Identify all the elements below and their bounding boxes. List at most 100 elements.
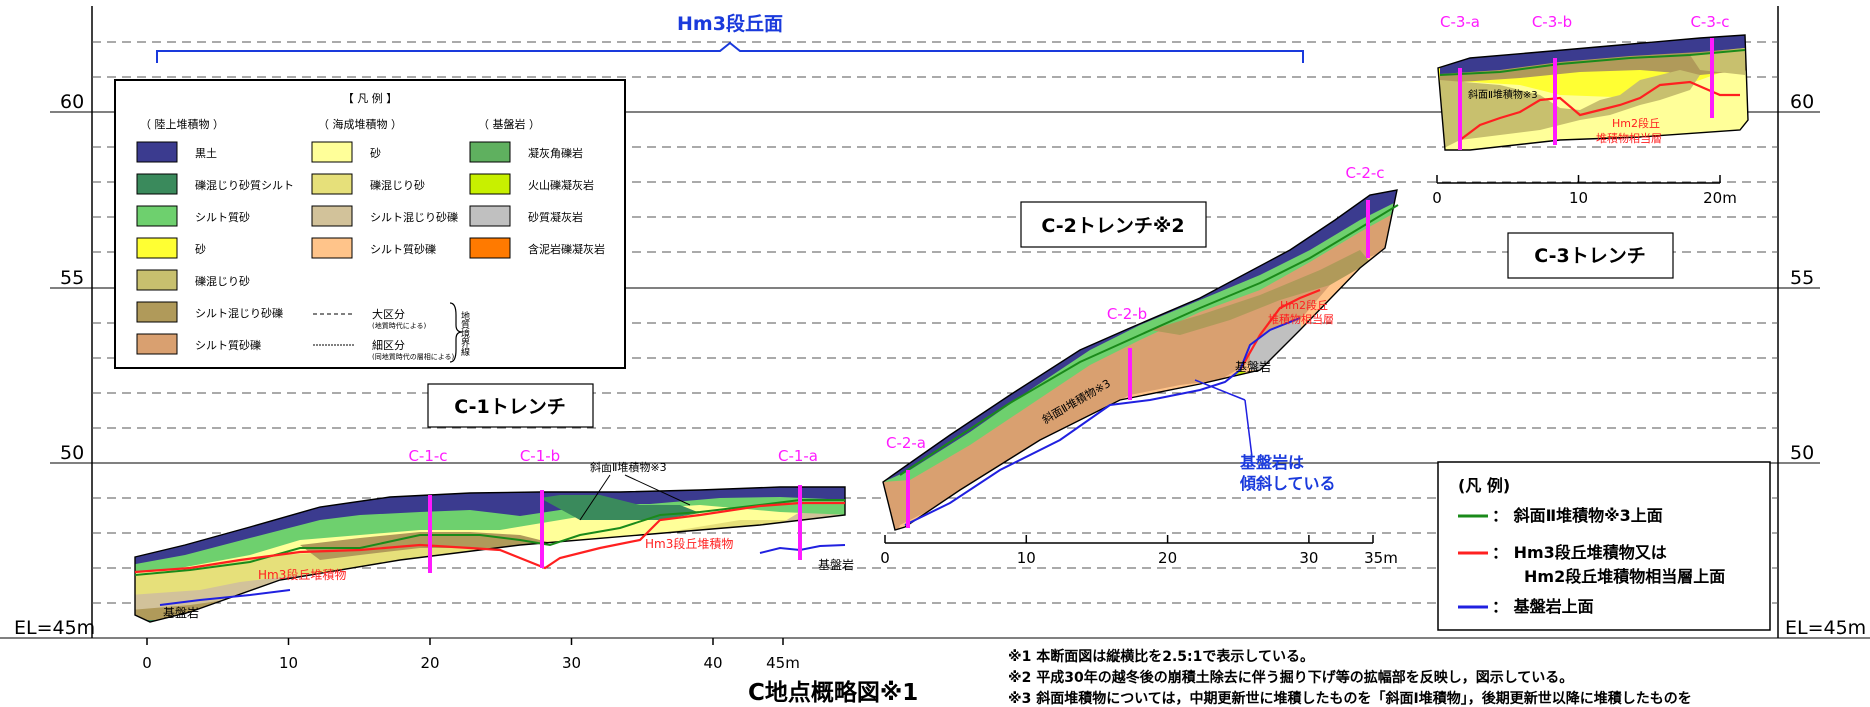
- axis-tick-label: 0: [142, 654, 152, 672]
- legend-swatch: [136, 269, 178, 291]
- axis-tick-label: 0: [880, 549, 890, 567]
- legend-header-bedrock: （ 基盤岩 ）: [478, 117, 540, 131]
- c3-hm2-label: Hm2段丘: [1612, 116, 1660, 130]
- legend-item-label: 含泥岩礫凝灰岩: [528, 242, 605, 256]
- line-legend-item-2: ： Hm3段丘堆積物又は: [1492, 543, 1667, 562]
- axis-tick-label: 0: [1432, 189, 1442, 207]
- elev-label-50-left: 50: [60, 442, 84, 464]
- annotation-line-2: 傾斜している: [1239, 474, 1336, 493]
- legend-item-label: 砂質凝灰岩: [528, 210, 583, 224]
- c1-trench-title: C-1トレンチ: [454, 396, 566, 418]
- elev-label-55-left: 55: [60, 267, 84, 289]
- hm3-terrace-label: Hm3段丘面: [677, 12, 783, 35]
- legend-swatch: [136, 173, 178, 195]
- c2-hm2-label-b: 堆積物相当層: [1268, 312, 1334, 326]
- axis-tick-label: 40: [703, 654, 722, 672]
- axis-tick-label: 20: [1158, 549, 1177, 567]
- c1-bedrock-label: 基盤岩: [163, 605, 199, 620]
- legend-swatch: [136, 141, 178, 163]
- c2-trench-title: C-2トレンチ※2: [1041, 215, 1184, 237]
- elev-label-50-right: 50: [1790, 442, 1814, 464]
- legend-item-label: 砂: [370, 147, 381, 160]
- axis-tick-label: 20m: [1703, 189, 1737, 207]
- legend-header-marine: （ 海成堆積物 ）: [318, 117, 402, 131]
- elev-label-55-right: 55: [1790, 267, 1814, 289]
- core-label-c1a: C-1-a: [778, 447, 818, 465]
- core-label-c1c: C-1-c: [408, 447, 447, 465]
- core-label-c3c: C-3-c: [1690, 13, 1729, 31]
- legend-item-label: 礫混じり砂: [370, 178, 425, 192]
- elev-label-60-right: 60: [1790, 91, 1814, 113]
- legend-item-label: シルト混じり砂礫: [195, 306, 283, 320]
- legend-minor-boundary: 細区分: [372, 339, 405, 352]
- c2-bedrock-label: 基盤岩: [1235, 359, 1271, 374]
- c1-terrace-deposit-label: Hm3段丘堆積物: [258, 567, 346, 582]
- c1-terrace-deposit-label-2: Hm3段丘堆積物: [645, 536, 733, 551]
- axis-tick-label: 20: [420, 654, 439, 672]
- c3-distance-axis: 0 10 20m: [1432, 175, 1737, 207]
- axis-tick-label: 35m: [1364, 549, 1398, 567]
- legend-major-boundary-note: (地質時代による): [372, 321, 427, 330]
- hm3-terrace-bracket: Hm3段丘面: [156, 12, 1304, 63]
- legend-item-label: シルト混じり砂礫: [370, 210, 458, 224]
- line-legend-item-2b: Hm2段丘堆積物相当層上面: [1524, 567, 1725, 586]
- legend-swatch: [469, 141, 511, 163]
- legend-swatch: [136, 205, 178, 227]
- core-label-c2b: C-2-b: [1107, 305, 1147, 323]
- legend-swatch: [469, 173, 511, 195]
- legend-major-boundary: 大区分: [372, 307, 405, 321]
- core-label-c2c: C-2-c: [1345, 164, 1384, 182]
- line-legend: (凡 例) ： 斜面Ⅱ堆積物※3上面 ： Hm3段丘堆積物又は Hm2段丘堆積物…: [1437, 461, 1771, 631]
- legend-item-label: 礫混じり砂質シルト: [195, 178, 294, 192]
- line-legend-item-1: ： 斜面Ⅱ堆積物※3上面: [1492, 506, 1663, 525]
- legend-swatch: [311, 205, 353, 227]
- legend-swatch: [136, 301, 178, 323]
- legend-swatch: [311, 173, 353, 195]
- axis-tick-label: 30: [562, 654, 581, 672]
- legend-item-label: 凝灰角礫岩: [528, 146, 583, 160]
- core-label-c3a: C-3-a: [1440, 13, 1480, 31]
- footnote-1: ※1 本断面図は縦横比を2.5:1で表示している。: [1008, 648, 1314, 665]
- legend-swatch: [469, 237, 511, 259]
- legend-minor-boundary-note: (同地質時代の層相による): [372, 352, 455, 361]
- core-label-c3b: C-3-b: [1532, 13, 1572, 31]
- c2-hm2-label: Hm2段丘: [1280, 298, 1328, 312]
- axis-tick-label: 10: [1017, 549, 1036, 567]
- axis-tick-label: 30: [1299, 549, 1318, 567]
- legend-swatch: [136, 237, 178, 259]
- c3-hm2-label-b: 堆積物相当層: [1596, 131, 1662, 145]
- c3-slope-deposit-label: 斜面Ⅱ堆積物※3: [1468, 88, 1538, 101]
- legend-swatch: [311, 141, 353, 163]
- elev-label-45-right: EL=45m: [1785, 617, 1866, 639]
- axis-tick-label: 45m: [766, 654, 800, 672]
- legend-title: 【 凡 例 】: [343, 91, 398, 105]
- legend-item-label: 黒土: [195, 147, 217, 160]
- axis-tick-label: 10: [279, 654, 298, 672]
- annotation-line-1: 基盤岩は: [1239, 453, 1304, 472]
- legend-item-label: シルト質砂礫: [370, 242, 436, 256]
- footnote-3: ※3 斜面堆積物については，中期更新世に堆積したものを「斜面Ⅰ堆積物」，後期更新…: [1008, 690, 1692, 707]
- legend-swatch: [136, 333, 178, 355]
- elev-label-45-left: EL=45m: [14, 617, 95, 639]
- line-legend-item-3: ： 基盤岩上面: [1492, 597, 1594, 616]
- c2-trench-section: C-2-a C-2-b C-2-c 斜面Ⅱ堆積物※3 Hm2段丘 堆積物相当層 …: [880, 164, 1399, 567]
- bedrock-inclined-annotation: 基盤岩は 傾斜している: [1194, 379, 1336, 493]
- legend-boundary-bracket-label: 地質境界線: [459, 310, 470, 356]
- c2-distance-axis: 0 10 20 30 35m: [880, 535, 1398, 567]
- c3-trench-section: C-3-a C-3-b C-3-c 斜面Ⅱ堆積物※3 Hm2段丘 堆積物相当層 …: [1432, 13, 1749, 279]
- legend-item-label: 砂: [195, 243, 206, 256]
- legend-item-label: 礫混じり砂: [195, 274, 250, 288]
- c1-slope-deposit-label: 斜面Ⅱ堆積物※3: [590, 460, 667, 474]
- axis-tick-label: 10: [1569, 189, 1588, 207]
- footnote-2: ※2 平成30年の越冬後の崩積土除去に伴う掘り下げ等の拡幅部を反映し，図示してい…: [1008, 669, 1573, 686]
- core-label-c2a: C-2-a: [886, 434, 926, 452]
- c3-trench-title: C-3トレンチ: [1534, 245, 1646, 267]
- c1-bedrock-label-2: 基盤岩: [818, 557, 854, 572]
- legend-item-label: シルト質砂礫: [195, 338, 261, 352]
- legend-item-label: 火山礫凝灰岩: [528, 178, 594, 192]
- c1-trench-section: C-1-c C-1-b C-1-a 斜面Ⅱ堆積物※3 Hm3段丘堆積物 Hm3段…: [134, 383, 854, 672]
- core-label-c1b: C-1-b: [520, 447, 560, 465]
